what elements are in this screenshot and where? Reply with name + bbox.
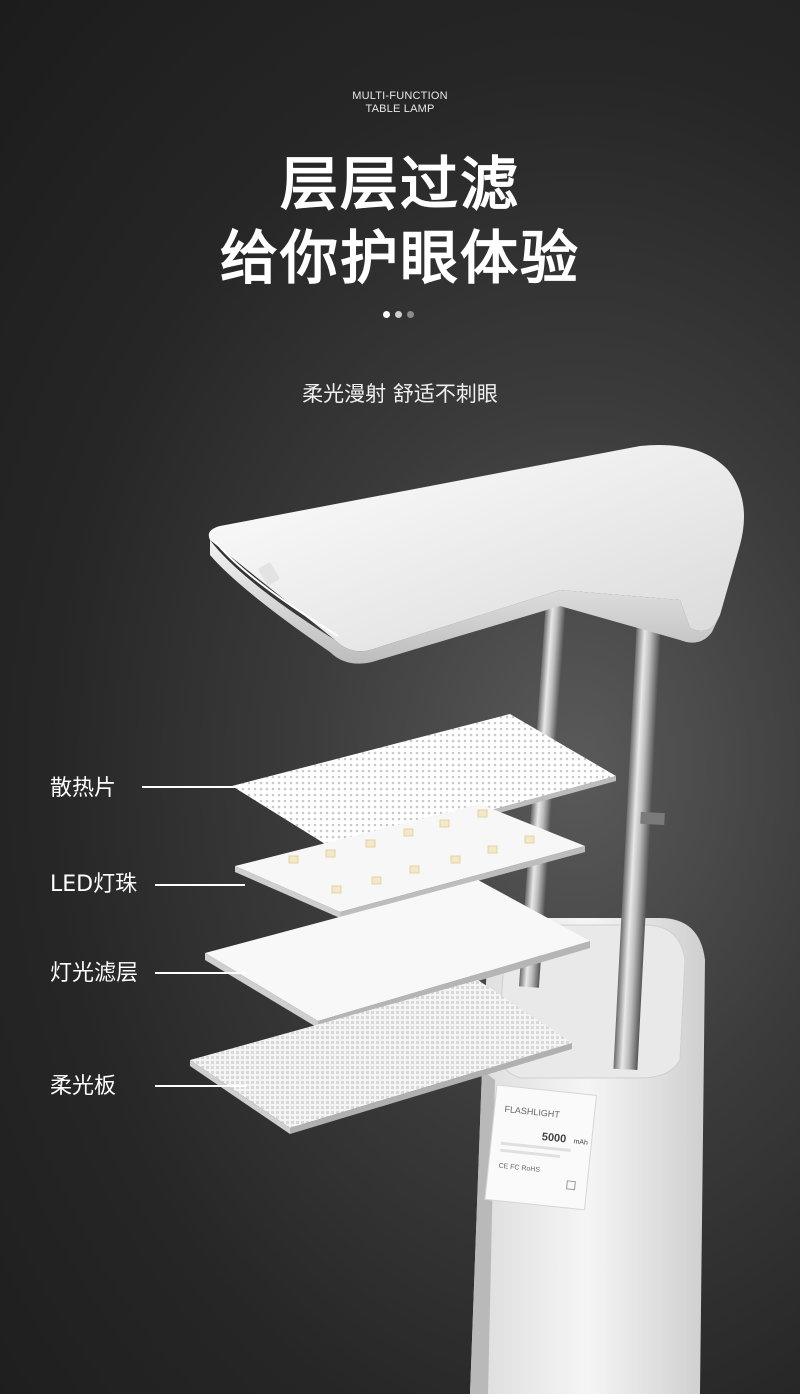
leader-line (155, 884, 245, 886)
headline-line-2: 给你护眼体验 (219, 224, 580, 292)
caption-line-2: TABLE LAMP (365, 103, 435, 115)
sticker-marks: CE FC RoHS (498, 1163, 540, 1174)
leader-line (155, 1085, 247, 1087)
leader-line (155, 972, 247, 974)
layer-label-filter: 灯光滤层 (50, 961, 139, 986)
pagination-dots (383, 311, 414, 318)
product-sticker: FLASHLIGHT 5000 mAh CE FC RoHS (484, 1084, 598, 1211)
subtitle: 柔光漫射 舒适不刺眼 (302, 382, 498, 406)
layer-led-board (235, 804, 585, 918)
leader-line (142, 786, 240, 788)
caption-line-1: MULTI-FUNCTION (352, 90, 448, 102)
lamp-head (208, 445, 744, 664)
layer-label-led: LED灯珠 (50, 872, 138, 897)
pagination-dot (395, 311, 402, 318)
headline-line-1: 层层过滤 (279, 150, 520, 218)
pagination-dot (383, 311, 390, 318)
layer-label-heat-sink: 散热片 (50, 776, 117, 801)
layer-label-diffuser: 柔光板 (50, 1074, 117, 1099)
product-category-caption: MULTI-FUNCTION TABLE LAMP (0, 90, 800, 116)
sticker-capacity: 5000 (541, 1131, 567, 1145)
layer-diffuser (190, 980, 572, 1134)
pagination-dot (407, 311, 414, 318)
sticker-unit: mAh (573, 1138, 588, 1146)
